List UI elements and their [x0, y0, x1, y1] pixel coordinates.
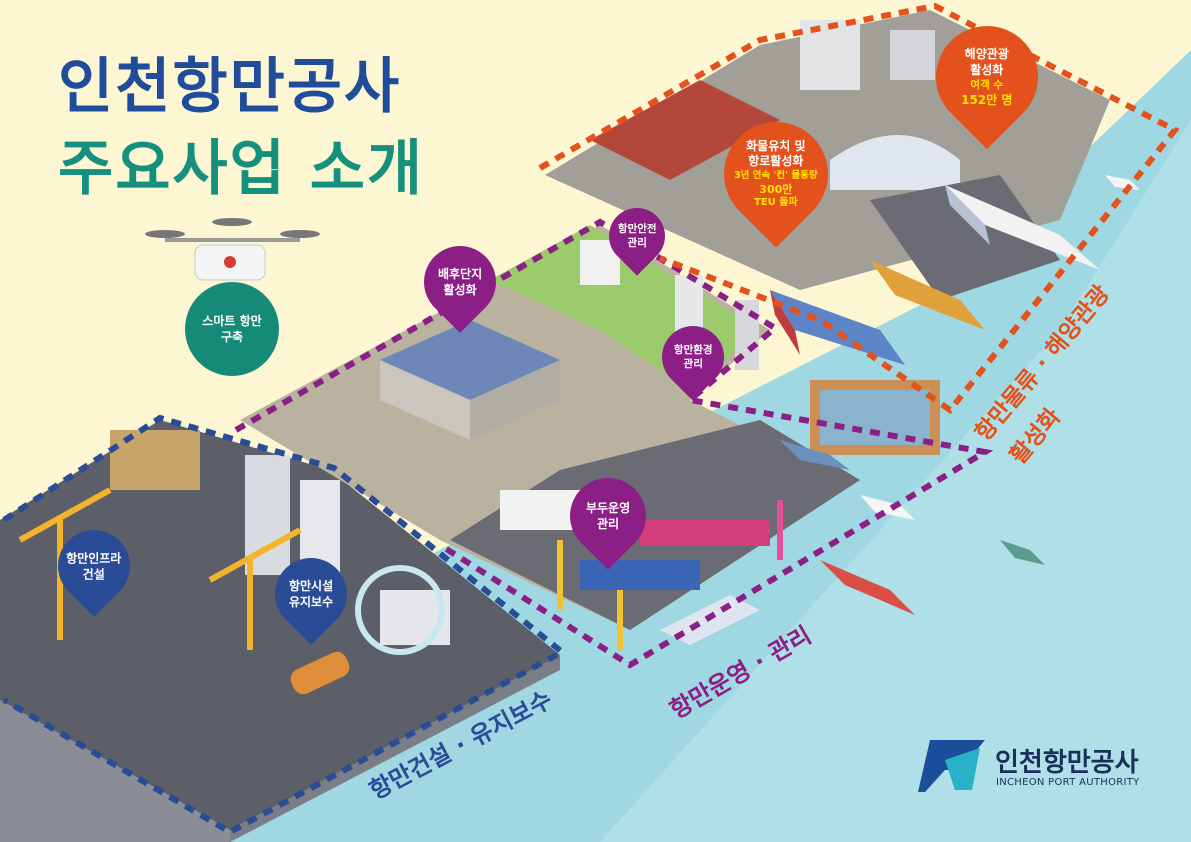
pin-smart-port-line1: 스마트 항만 [202, 314, 262, 328]
pin-tourism-line3: 여객 수 [970, 79, 1004, 91]
page-title-line2: 주요사업 소개 [58, 134, 425, 204]
pin-facility-line2: 유지보수 [288, 595, 334, 610]
pin-cargo-line1: 화물유치 및 [746, 139, 806, 153]
pin-terminal-line2: 관리 [596, 517, 620, 532]
pin-cargo-line5: TEU 돌파 [754, 197, 798, 208]
pin-tourism-line4: 152만 명 [961, 93, 1013, 107]
page-title-line1: 인천항만공사 [58, 52, 402, 122]
pin-tourism-line2: 활성화 [970, 63, 1004, 77]
logo-english: INCHEON PORT AUTHORITY [996, 777, 1140, 788]
logistics-border [538, 2, 1180, 415]
pin-cargo-line3: 3년 연속 '컨' 물동량 [734, 170, 818, 181]
sea-highlight [600, 120, 1191, 842]
pin-facility-line1: 항만시설 [288, 579, 334, 594]
construction-border [2, 414, 568, 836]
pin-terminal-line1: 부두운영 [585, 501, 631, 516]
pin-tourism-line1: 해양관광 [964, 46, 1010, 61]
logo-name: 인천항만공사 [995, 748, 1139, 778]
pin-hinterland-line1: 배후단지 [437, 267, 483, 282]
ships [660, 175, 1140, 645]
pin-infra-line2: 건설 [82, 567, 106, 582]
pin-hinterland-line2: 활성화 [443, 283, 477, 298]
operation-border [234, 218, 994, 669]
pin-infra-line1: 항만인프라 [66, 551, 122, 566]
drone-icon [145, 218, 320, 281]
pin-smart-port: 스마트 항만 구축 [185, 282, 279, 376]
pin-cargo-line4: 300만 [759, 183, 793, 196]
incheon-logo-icon [918, 740, 985, 792]
pin-environment-line2: 관리 [683, 358, 703, 371]
pin-environment-line1: 항만환경 [673, 344, 713, 357]
pin-safety-line1: 항만안전 [617, 223, 657, 236]
pin-safety-line2: 관리 [627, 237, 647, 250]
pin-smart-port-line2: 구축 [220, 330, 244, 344]
pin-cargo-line2: 항로활성화 [748, 154, 804, 168]
